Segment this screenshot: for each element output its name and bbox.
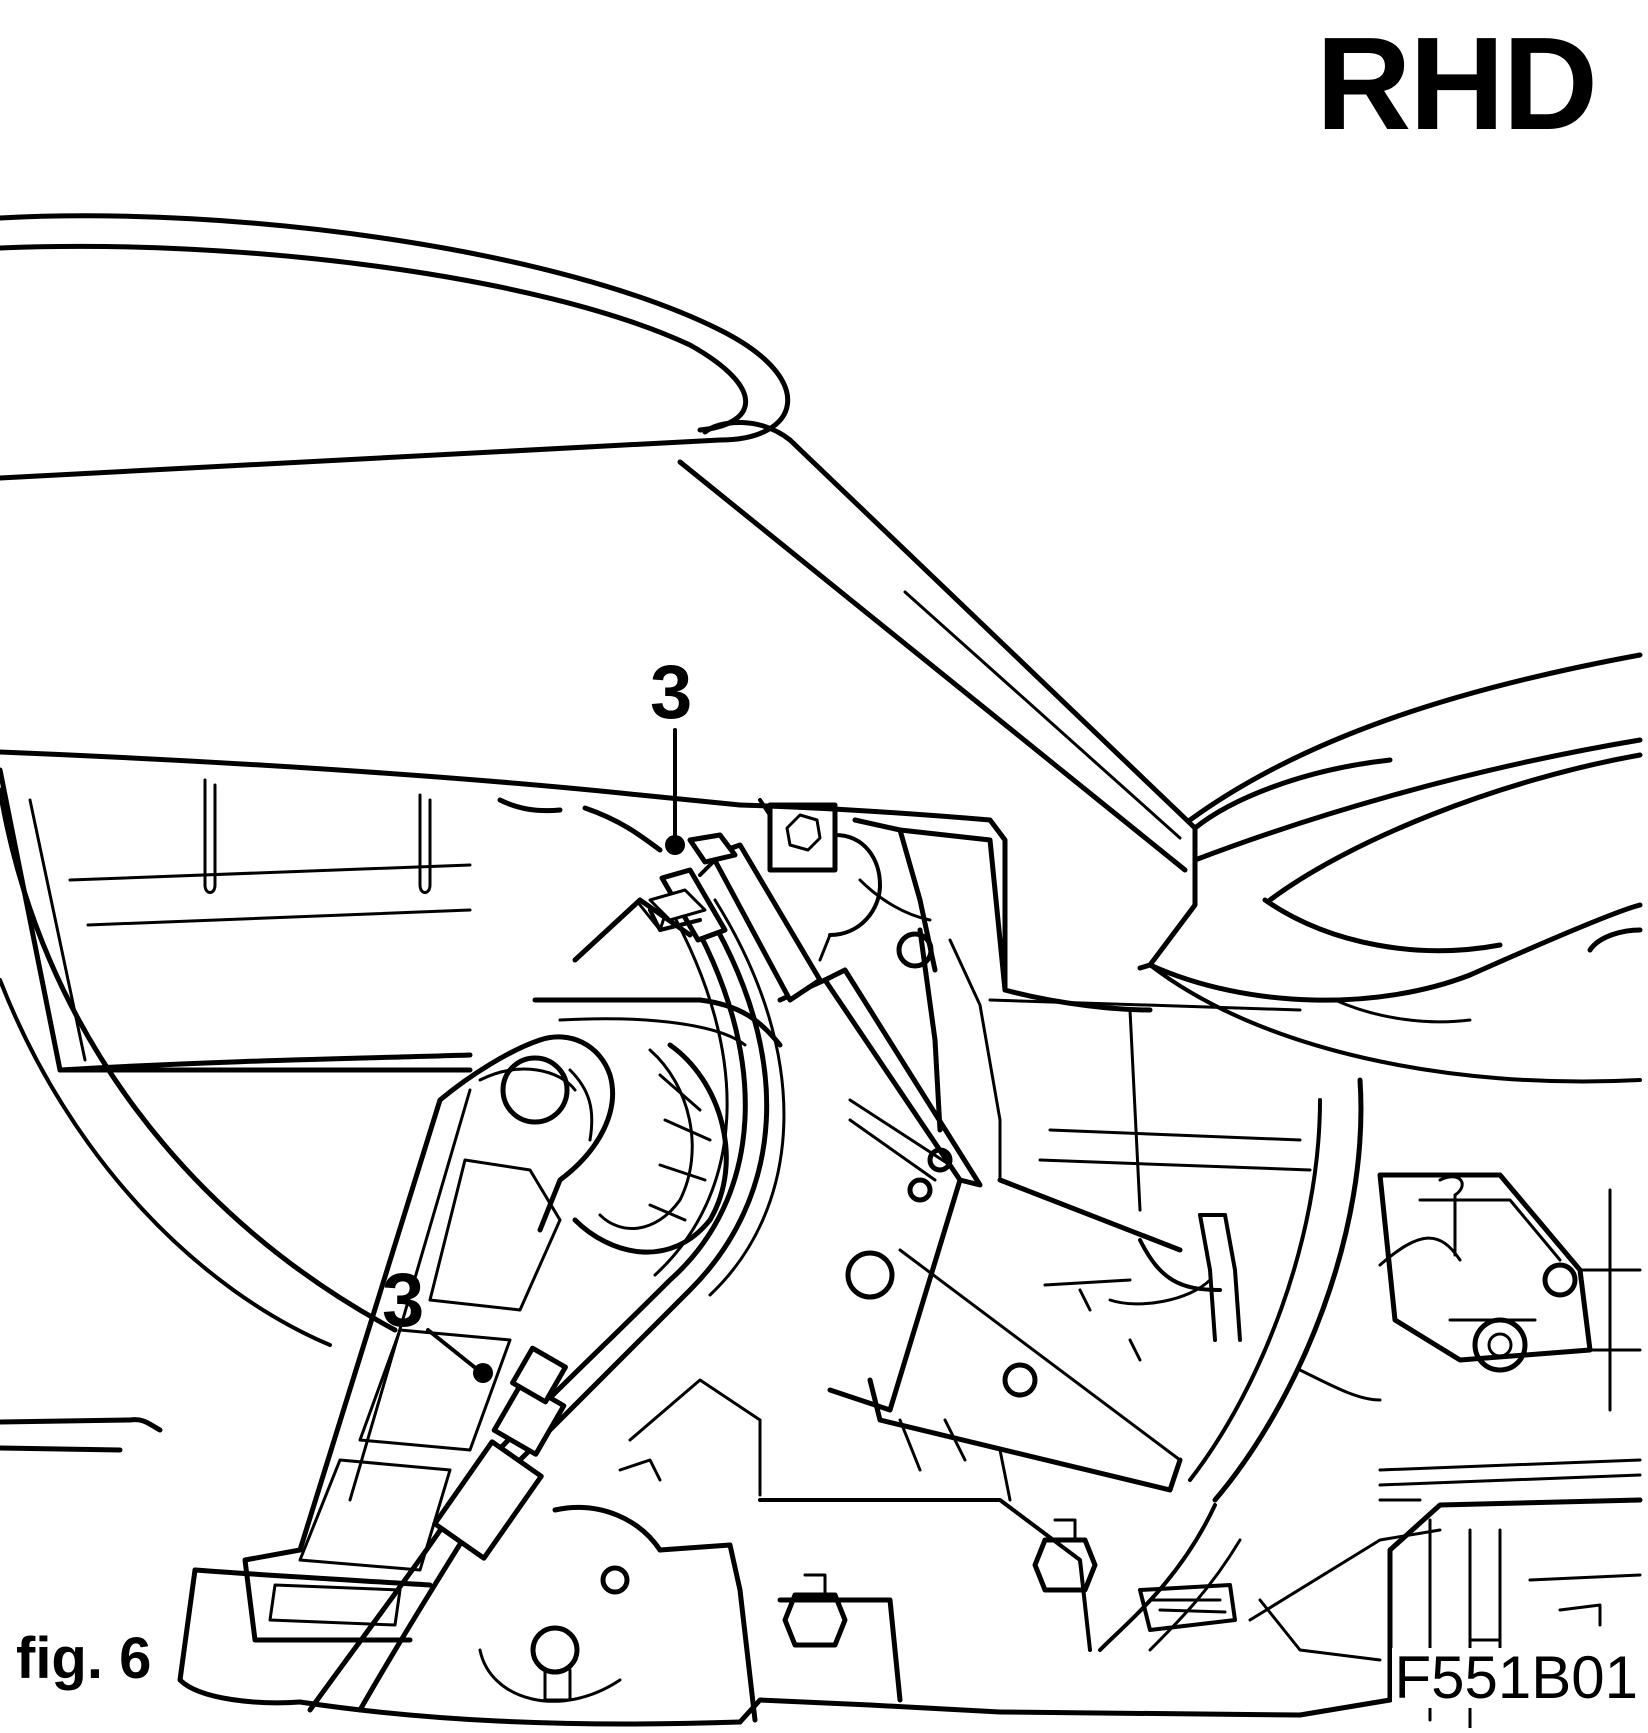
cable-control-box bbox=[780, 970, 1180, 1490]
cables bbox=[310, 900, 784, 1710]
pedal-box-housing bbox=[555, 1380, 1090, 1720]
right-lower-mount bbox=[1380, 1175, 1640, 1410]
drive-side-label: RHD bbox=[1316, 10, 1598, 157]
cable-clips bbox=[435, 835, 820, 1558]
bracket-assembly bbox=[245, 900, 780, 1640]
right-housing bbox=[860, 830, 1310, 1340]
callout-number-middle: 3 bbox=[382, 1258, 425, 1343]
steering-wheel-rim bbox=[0, 216, 790, 478]
dash-lower-panel bbox=[0, 752, 740, 1070]
wheel-rim-right bbox=[1150, 655, 1640, 1082]
drawing-code: F551B01 bbox=[1392, 1644, 1640, 1711]
hex-nuts bbox=[480, 1520, 1500, 1701]
steering-column-shroud bbox=[680, 440, 1390, 968]
hex-bolt-upper bbox=[770, 805, 880, 960]
callout-leader-top bbox=[665, 730, 685, 855]
callout-number-top: 3 bbox=[650, 650, 693, 735]
callout-leader-mid bbox=[428, 1330, 493, 1383]
figure-label: fig. 6 bbox=[16, 1626, 152, 1691]
connector-details bbox=[1045, 1240, 1380, 1650]
